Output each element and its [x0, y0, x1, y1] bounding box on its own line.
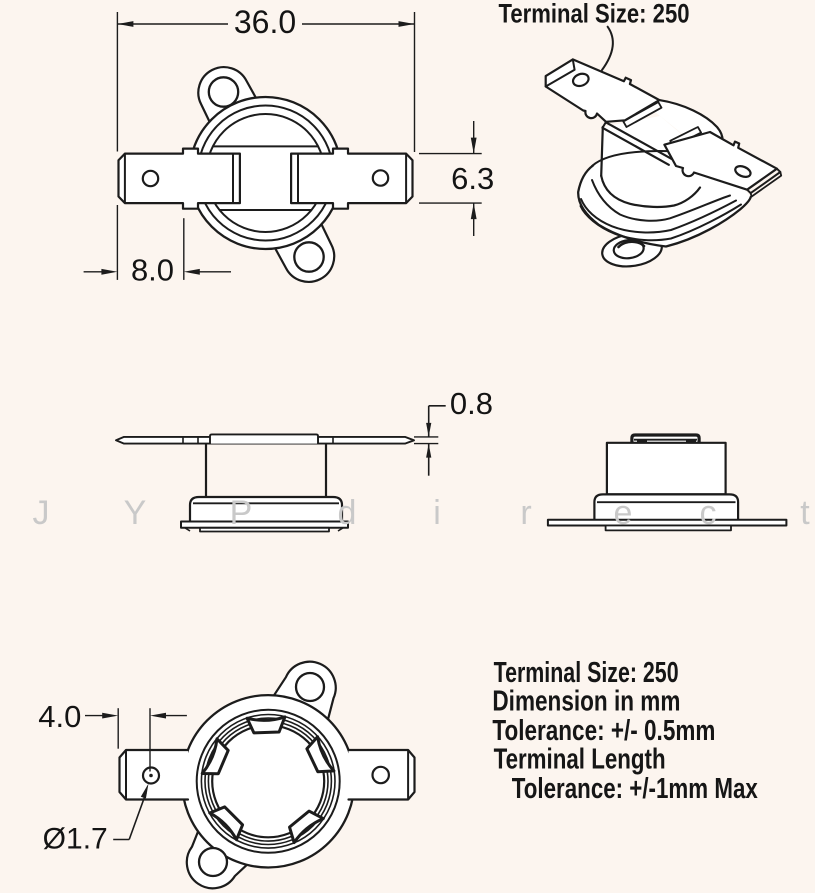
svg-text:Terminal Size: 250: Terminal Size: 250: [499, 0, 690, 29]
svg-text:36.0: 36.0: [234, 4, 296, 40]
svg-text:Ø1.7: Ø1.7: [43, 823, 108, 856]
svg-text:t: t: [800, 494, 810, 532]
svg-text:0.8: 0.8: [450, 386, 493, 421]
svg-text:J: J: [33, 494, 50, 532]
svg-text:Tolerance: +/- 0.5mm: Tolerance: +/- 0.5mm: [492, 715, 715, 747]
svg-text:4.0: 4.0: [38, 699, 81, 734]
svg-text:Tolerance: +/-1mm Max: Tolerance: +/-1mm Max: [512, 773, 758, 805]
svg-text:P: P: [230, 494, 253, 532]
svg-text:Terminal Length: Terminal Length: [494, 744, 666, 776]
svg-text:c: c: [700, 494, 717, 532]
svg-text:Y: Y: [124, 494, 147, 532]
svg-text:Dimension in mm: Dimension in mm: [492, 686, 680, 718]
svg-text:i: i: [433, 494, 441, 532]
svg-text:Terminal Size: 250: Terminal Size: 250: [494, 657, 679, 689]
svg-text:6.3: 6.3: [451, 161, 494, 196]
svg-text:d: d: [338, 494, 357, 532]
svg-text:r: r: [520, 494, 531, 532]
svg-text:8.0: 8.0: [131, 253, 174, 288]
svg-text:e: e: [614, 494, 633, 532]
